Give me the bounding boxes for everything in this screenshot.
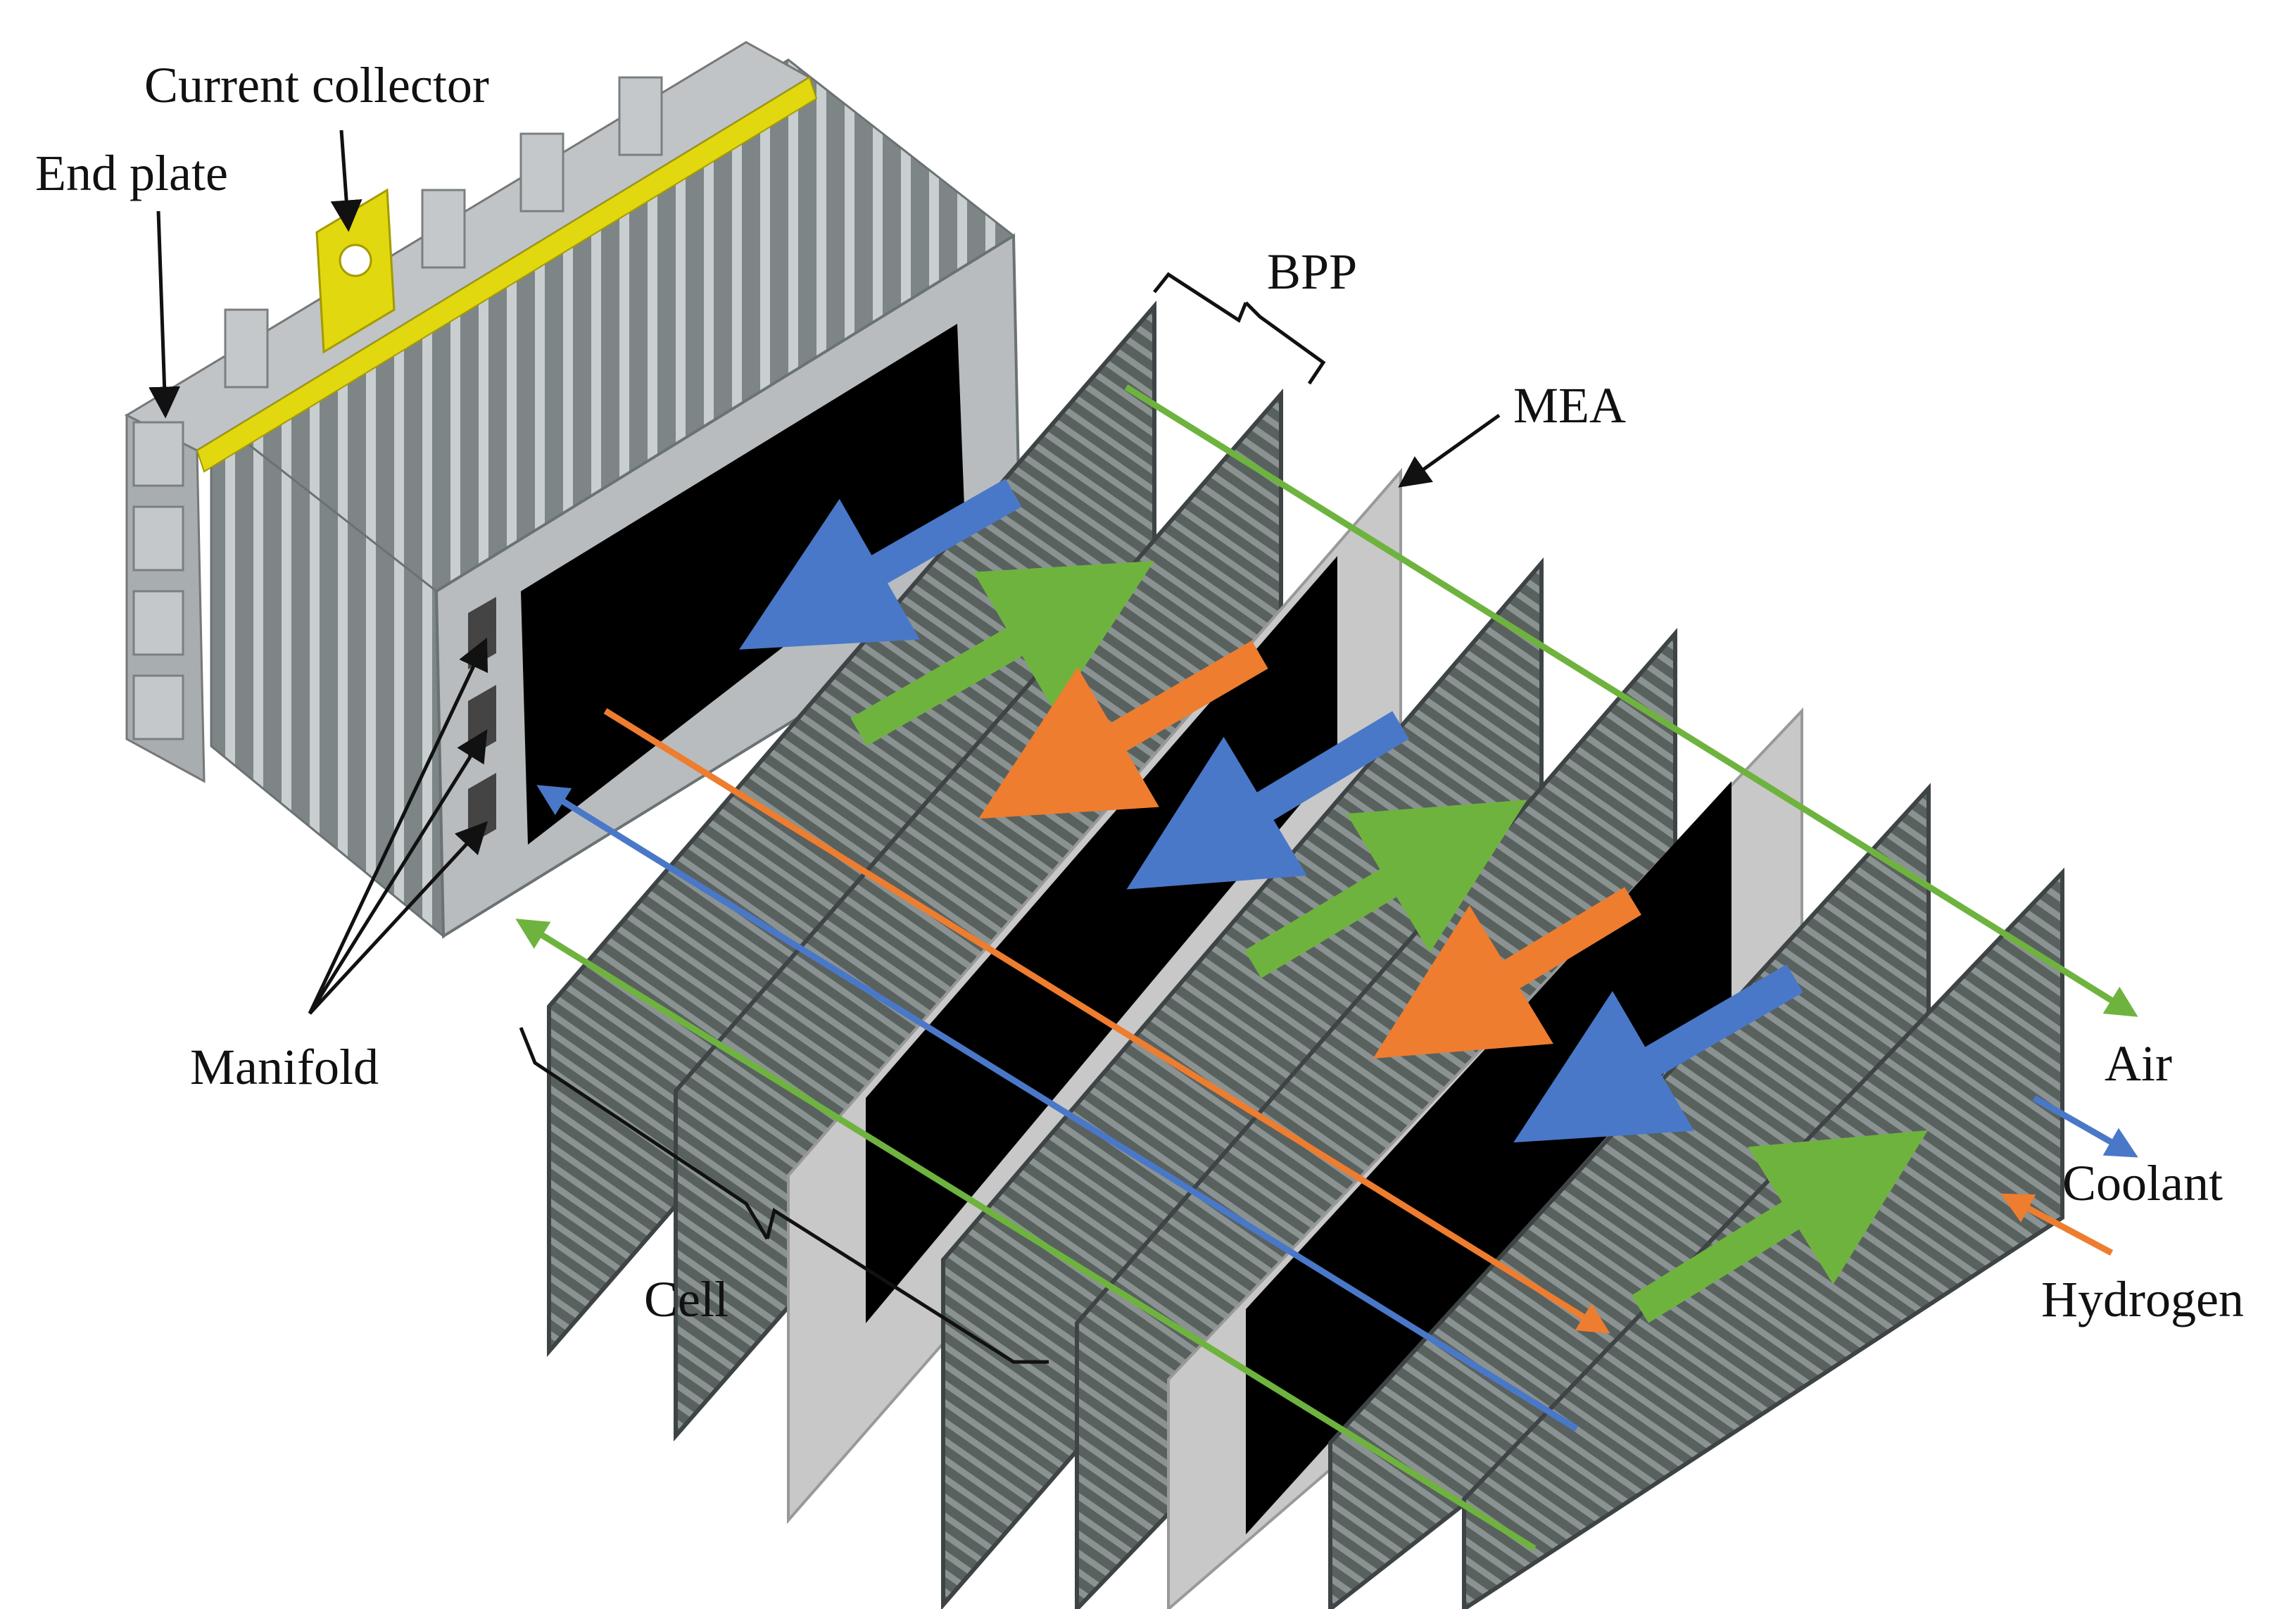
air-inlet-line: [1124, 384, 2138, 1017]
coolant-flow-arrow: [1513, 964, 1803, 1143]
label-mea: MEA: [1513, 377, 1626, 434]
label-cell: Cell: [644, 1271, 728, 1327]
current-collector-strip: [196, 76, 818, 473]
labels: Current collector End plate BPP MEA Mani…: [35, 57, 2244, 1327]
coolant-inlet-line: [536, 785, 1579, 1432]
manifold-leader: [308, 729, 488, 1015]
label-hydrogen: Hydrogen: [2041, 1271, 2244, 1327]
hydrogen-flow-arrow: [1373, 887, 1641, 1059]
current-collector-leader: [330, 130, 362, 232]
current-collector-tab-hole: [339, 244, 372, 277]
in-plane-flow-arrows: [739, 479, 1929, 1323]
label-manifold: Manifold: [190, 1039, 379, 1095]
hydrogen-inlet-line: [2000, 1193, 2114, 1256]
air-outlet-line: [515, 919, 1537, 1551]
label-current-collector: Current collector: [144, 57, 489, 113]
hydrogen-flow-arrow: [978, 641, 1268, 819]
manifold-flow-lines: [515, 384, 2138, 1551]
cell-brace: [519, 1027, 1049, 1364]
label-coolant: Coolant: [2062, 1155, 2223, 1211]
manifold-leader: [308, 637, 488, 1015]
label-air: Air: [2105, 1035, 2172, 1092]
end-plate-leader: [149, 210, 181, 419]
coolant-flow-arrow: [1126, 711, 1409, 890]
mea-leader: [1398, 413, 1501, 488]
label-bpp: BPP: [1267, 244, 1357, 300]
bpp-brace: [1153, 272, 1326, 385]
hydrogen-supply-line: [603, 708, 1610, 1334]
label-end-plate: End plate: [35, 145, 228, 201]
air-flow-arrow: [1631, 1130, 1929, 1323]
annotation-leaders: [149, 130, 1501, 1364]
manifold-leader: [308, 821, 488, 1015]
coolant-outlet-line: [2032, 1095, 2138, 1158]
end-plate-lugs: [132, 76, 663, 740]
air-flow-arrow: [1244, 800, 1527, 978]
coolant-flow-arrow: [739, 479, 1022, 650]
air-flow-arrow: [850, 560, 1154, 746]
